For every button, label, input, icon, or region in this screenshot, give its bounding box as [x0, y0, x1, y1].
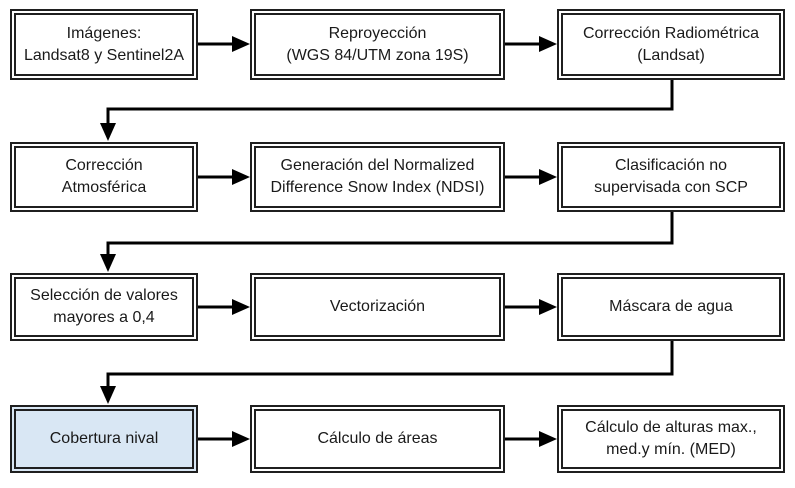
node-clasificacion: Clasificación no supervisada con SCP — [557, 142, 785, 212]
node-ndsi-label: Generación del Normalized Difference Sno… — [254, 146, 501, 208]
node-imagenes-label: Imágenes: Landsat8 y Sentinel2A — [14, 13, 194, 76]
node-imagenes: Imágenes: Landsat8 y Sentinel2A — [10, 9, 198, 80]
arrow-right-icon — [505, 169, 557, 185]
node-reproyeccion: Reproyección (WGS 84/UTM zona 19S) — [250, 9, 505, 80]
node-calculo-alturas: Cálculo de alturas max., med.y mín. (MED… — [557, 405, 785, 473]
node-mascara-agua: Máscara de agua — [557, 273, 785, 341]
arrow-right-icon — [198, 431, 250, 447]
node-correccion-atmosferica: Corrección Atmosférica — [10, 142, 198, 212]
arrow-right-icon — [505, 299, 557, 315]
elbow-connector-down-icon — [100, 212, 674, 272]
elbow-connector-down-icon — [100, 341, 674, 404]
arrow-right-icon — [198, 169, 250, 185]
arrow-right-icon — [198, 299, 250, 315]
arrow-right-icon — [505, 431, 557, 447]
node-cobertura-nival-label: Cobertura nival — [14, 409, 194, 469]
node-clasificacion-label: Clasificación no supervisada con SCP — [561, 146, 781, 208]
node-calculo-alturas-label: Cálculo de alturas max., med.y mín. (MED… — [561, 409, 781, 469]
node-calculo-areas-label: Cálculo de áreas — [254, 409, 501, 469]
node-correccion-radiometrica: Corrección Radiométrica (Landsat) — [557, 9, 785, 80]
node-reproyeccion-label: Reproyección (WGS 84/UTM zona 19S) — [254, 13, 501, 76]
node-correccion-atmosferica-label: Corrección Atmosférica — [14, 146, 194, 208]
node-seleccion-valores: Selección de valores mayores a 0,4 — [10, 273, 198, 341]
node-vectorizacion-label: Vectorización — [254, 277, 501, 337]
node-correccion-radiometrica-label: Corrección Radiométrica (Landsat) — [561, 13, 781, 76]
node-mascara-agua-label: Máscara de agua — [561, 277, 781, 337]
node-calculo-areas: Cálculo de áreas — [250, 405, 505, 473]
node-ndsi: Generación del Normalized Difference Sno… — [250, 142, 505, 212]
node-seleccion-valores-label: Selección de valores mayores a 0,4 — [14, 277, 194, 337]
arrow-right-icon — [505, 36, 557, 52]
arrow-right-icon — [198, 36, 250, 52]
node-cobertura-nival: Cobertura nival — [10, 405, 198, 473]
elbow-connector-down-icon — [100, 80, 674, 141]
node-vectorizacion: Vectorización — [250, 273, 505, 341]
